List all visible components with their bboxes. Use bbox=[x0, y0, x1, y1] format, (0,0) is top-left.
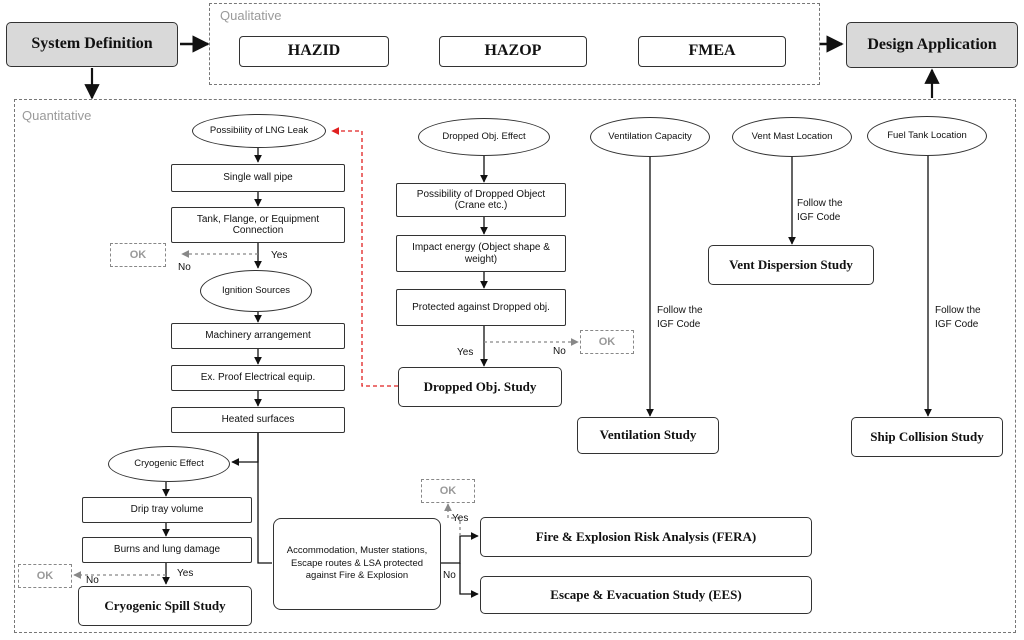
fuel-tank-location-oval: Fuel Tank Location bbox=[867, 116, 987, 156]
protected-dropped-box: Protected against Dropped obj. bbox=[396, 289, 566, 326]
possibility-dropped-object-box: Possibility of Dropped Object (Crane etc… bbox=[396, 183, 566, 217]
heated-surfaces-box: Heated surfaces bbox=[171, 407, 345, 433]
ventilation-study-box: Ventilation Study bbox=[577, 417, 719, 454]
vent-dispersion-study-box: Vent Dispersion Study bbox=[708, 245, 874, 285]
quantitative-label: Quantitative bbox=[22, 108, 92, 123]
vent-mast-location-oval: Vent Mast Location bbox=[732, 117, 852, 157]
dropped-obj-effect-oval: Dropped Obj. Effect bbox=[418, 118, 550, 156]
yes-label-lng: Yes bbox=[271, 250, 288, 261]
accommodation-box: Accommodation, Muster stations, Escape r… bbox=[273, 518, 441, 610]
ex-proof-electrical-box: Ex. Proof Electrical equip. bbox=[171, 365, 345, 391]
no-label-lng: No bbox=[178, 262, 191, 273]
ventilation-capacity-oval: Ventilation Capacity bbox=[590, 117, 710, 157]
cryogenic-spill-study-box: Cryogenic Spill Study bbox=[78, 586, 252, 626]
ignition-sources-oval: Ignition Sources bbox=[200, 270, 312, 312]
no-label-cryogenic: No bbox=[86, 575, 99, 586]
quantitative-region bbox=[14, 99, 1016, 633]
vent-mast-igf-note: Follow the IGF Code bbox=[797, 198, 843, 223]
single-wall-pipe-box: Single wall pipe bbox=[171, 164, 345, 192]
ventilation-igf-note: Follow the IGF Code bbox=[657, 305, 703, 330]
no-label-ees: No bbox=[443, 570, 456, 581]
yes-label-cryogenic: Yes bbox=[177, 568, 194, 579]
hazop-box: HAZOP bbox=[439, 36, 587, 67]
cryogenic-effect-oval: Cryogenic Effect bbox=[108, 446, 230, 482]
ok-box-lng: OK bbox=[110, 243, 166, 267]
no-label-dropped: No bbox=[553, 346, 566, 357]
tank-flange-connection-box: Tank, Flange, or Equipment Connection bbox=[171, 207, 345, 243]
impact-energy-box: Impact energy (Object shape & weight) bbox=[396, 235, 566, 272]
fuel-tank-igf-note: Follow the IGF Code bbox=[935, 305, 981, 330]
qualitative-label: Qualitative bbox=[220, 8, 282, 23]
system-definition-box: System Definition bbox=[6, 22, 178, 67]
qualitative-region bbox=[209, 3, 820, 85]
fmea-box: FMEA bbox=[638, 36, 786, 67]
yes-label-fera: Yes bbox=[452, 513, 469, 524]
hazid-box: HAZID bbox=[239, 36, 389, 67]
ok-box-dropped: OK bbox=[580, 330, 634, 354]
dropped-obj-study-box: Dropped Obj. Study bbox=[398, 367, 562, 407]
ok-box-cryogenic: OK bbox=[18, 564, 72, 588]
fera-box: Fire & Explosion Risk Analysis (FERA) bbox=[480, 517, 812, 557]
machinery-arrangement-box: Machinery arrangement bbox=[171, 323, 345, 349]
ees-box: Escape & Evacuation Study (EES) bbox=[480, 576, 812, 614]
yes-label-dropped: Yes bbox=[457, 347, 474, 358]
design-application-box: Design Application bbox=[846, 22, 1018, 68]
burns-lung-damage-box: Burns and lung damage bbox=[82, 537, 252, 563]
drip-tray-volume-box: Drip tray volume bbox=[82, 497, 252, 523]
ship-collision-study-box: Ship Collision Study bbox=[851, 417, 1003, 457]
lng-leak-oval: Possibility of LNG Leak bbox=[192, 114, 326, 148]
ok-box-fera: OK bbox=[421, 479, 475, 503]
